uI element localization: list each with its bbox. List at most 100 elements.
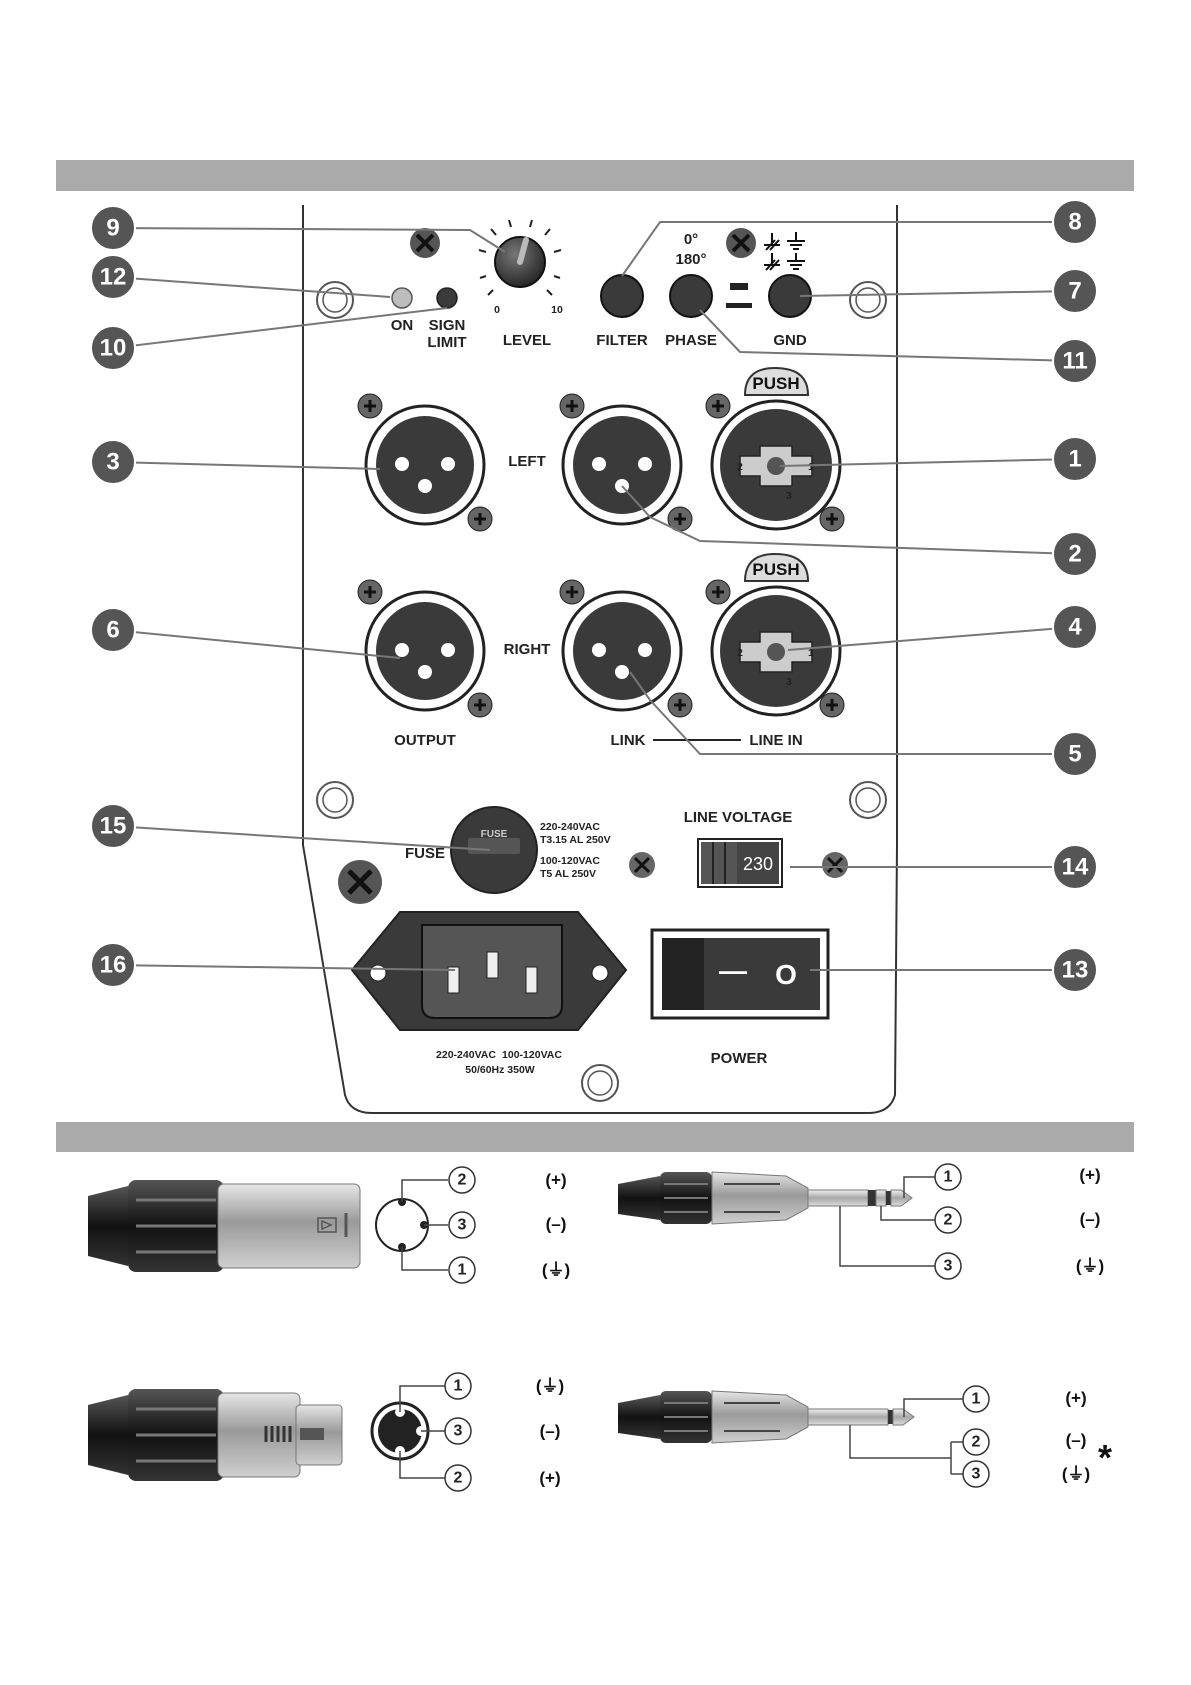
xlr-female-minus: (–) xyxy=(540,1422,561,1441)
combo-pin-3-left: 3 xyxy=(786,490,792,502)
combo-pin-2-left: 2 xyxy=(737,461,743,473)
svg-text:13: 13 xyxy=(1062,957,1089,984)
on-led xyxy=(391,287,413,309)
ts-pin-labels: 1 2 3 (+) (–) (⏚) * xyxy=(962,1385,1112,1488)
on-label: ON xyxy=(391,317,414,334)
xlr-female-pin-diagram xyxy=(370,1385,445,1479)
ts-plus: (+) xyxy=(1065,1389,1086,1408)
phase-0-label: 0° xyxy=(684,231,698,248)
svg-text:8: 8 xyxy=(1068,209,1081,236)
callout-2: 2 xyxy=(1052,531,1098,577)
ts-ground: (⏚) xyxy=(1062,1465,1090,1484)
xlr-female-ground: (⏚) xyxy=(536,1377,564,1396)
callout-3: 3 xyxy=(90,439,136,485)
callout-7: 7 xyxy=(1052,268,1098,314)
line-in-left-combo-jack[interactable]: PUSH 2 1 3 xyxy=(710,366,842,531)
svg-text:12: 12 xyxy=(100,264,127,291)
callout-11: 11 xyxy=(1052,338,1098,384)
trs-pin-labels: 1 2 3 (+) (–) (⏚) xyxy=(934,1163,1104,1280)
x-screws xyxy=(338,228,848,904)
ts-mono-jack xyxy=(618,1390,963,1475)
svg-text:6: 6 xyxy=(106,617,119,644)
filter-switch[interactable] xyxy=(600,274,644,318)
callout-10: 10 xyxy=(90,325,136,371)
line-voltage-selector[interactable]: 230 xyxy=(697,838,783,888)
phase-180-label: 180° xyxy=(675,251,706,268)
level-max-label: 10 xyxy=(551,304,563,316)
xlr-male-pin-diagram xyxy=(375,1179,448,1271)
top-section-band xyxy=(56,160,1134,191)
svg-text:1: 1 xyxy=(972,1391,981,1408)
xlr-male-pin-labels: 2 3 1 (+) (–) (⏚) xyxy=(448,1166,570,1284)
output-label: OUTPUT xyxy=(394,732,456,749)
phase-label: PHASE xyxy=(665,332,717,349)
cables-section-band xyxy=(56,1122,1134,1152)
limit-label: LIMIT xyxy=(427,334,466,351)
line-in-label: LINE IN xyxy=(749,732,802,749)
fuse-spec-b1: 100-120VAC xyxy=(540,855,600,867)
svg-text:1: 1 xyxy=(454,1378,463,1395)
iec-mains-inlet[interactable] xyxy=(350,911,628,1031)
mains-spec-a: 220-240VAC xyxy=(436,1049,496,1061)
mains-spec-b: 100-120VAC xyxy=(502,1049,562,1061)
fuse-holder[interactable]: FUSE xyxy=(450,806,538,894)
svg-text:3: 3 xyxy=(972,1466,981,1483)
limit-led xyxy=(436,287,458,309)
callout-9: 9 xyxy=(90,205,136,251)
svg-text:3: 3 xyxy=(458,1217,467,1234)
svg-text:16: 16 xyxy=(100,952,127,979)
callout-4: 4 xyxy=(1052,604,1098,650)
callout-1: 1 xyxy=(1052,436,1098,482)
combo-pin-3-right: 3 xyxy=(786,676,792,688)
line-in-right-combo-jack[interactable]: PUSH 2 1 3 xyxy=(710,552,842,717)
callout-13: 13 xyxy=(1052,947,1098,993)
fuse-spec-a1: 220-240VAC xyxy=(540,821,600,833)
ts-minus: (–) xyxy=(1066,1431,1087,1450)
fuse-spec-a2: T3.15 AL 250V xyxy=(540,834,611,846)
combo-pin-1-right: 1 xyxy=(808,647,814,659)
svg-text:14: 14 xyxy=(1062,854,1089,881)
link-left-xlr[interactable] xyxy=(561,404,683,526)
filter-label: FILTER xyxy=(596,332,648,349)
trs-ground: (⏚) xyxy=(1076,1257,1104,1276)
callout-16: 16 xyxy=(90,942,136,988)
svg-text:2: 2 xyxy=(972,1434,981,1451)
xlr-female-pin-labels: 1 3 2 (⏚) (–) (+) xyxy=(444,1372,564,1492)
trs-plus: (+) xyxy=(1079,1166,1100,1185)
mains-spec-c: 50/60Hz 350W xyxy=(465,1064,535,1076)
trs-minus: (–) xyxy=(1080,1210,1101,1229)
level-knob[interactable] xyxy=(478,219,562,296)
svg-text:3: 3 xyxy=(944,1258,953,1275)
svg-text:3: 3 xyxy=(106,449,119,476)
callout-15: 15 xyxy=(90,803,136,849)
line-voltage-label: LINE VOLTAGE xyxy=(684,809,793,826)
xlr-male-plug xyxy=(88,1180,361,1272)
power-switch[interactable]: — O xyxy=(650,928,830,1020)
callout-leaders xyxy=(112,221,1076,971)
callout-6: 6 xyxy=(90,607,136,653)
svg-text:5: 5 xyxy=(1068,741,1081,768)
power-off-glyph: O xyxy=(775,959,797,990)
output-right-xlr[interactable] xyxy=(364,590,486,712)
svg-text:2: 2 xyxy=(944,1212,953,1229)
left-label: LEFT xyxy=(508,453,546,470)
xlr-male-ground: (⏚) xyxy=(542,1261,570,1280)
svg-text:7: 7 xyxy=(1068,278,1081,305)
output-left-xlr[interactable] xyxy=(364,404,486,526)
phase-switch[interactable] xyxy=(669,274,713,318)
sign-label: SIGN xyxy=(429,317,466,334)
level-label: LEVEL xyxy=(503,332,551,349)
svg-text:2: 2 xyxy=(458,1172,467,1189)
push-label-left: PUSH xyxy=(752,374,799,393)
svg-text:2: 2 xyxy=(1068,541,1081,568)
callout-8: 8 xyxy=(1052,199,1098,245)
svg-text:10: 10 xyxy=(100,335,127,362)
svg-text:3: 3 xyxy=(454,1423,463,1440)
right-label: RIGHT xyxy=(504,641,551,658)
link-right-xlr[interactable] xyxy=(561,590,683,712)
svg-text:9: 9 xyxy=(106,215,119,242)
push-label-right: PUSH xyxy=(752,560,799,579)
switch-position-icon xyxy=(726,283,752,308)
callout-14: 14 xyxy=(1052,844,1098,890)
